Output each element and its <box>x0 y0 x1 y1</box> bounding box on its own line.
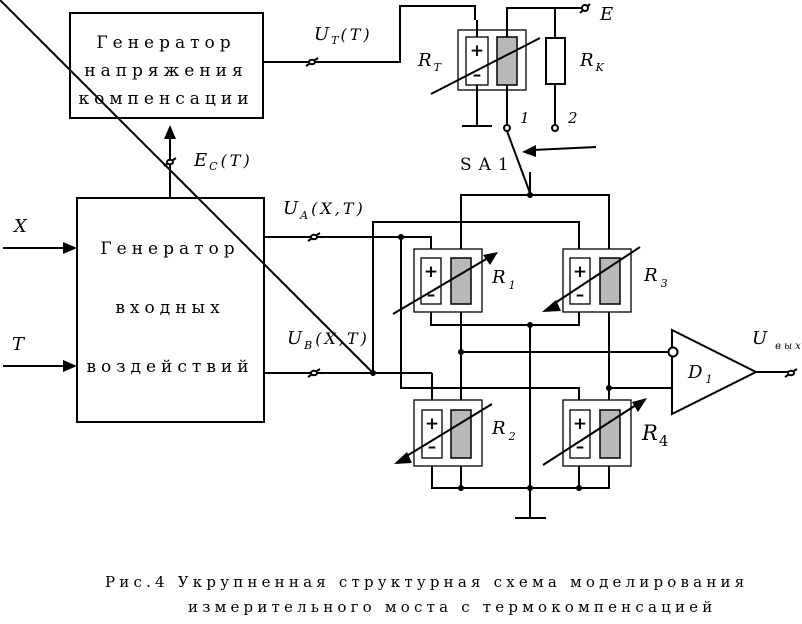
caption-line-1: Рис.4 Укрупненная структурная схема моде… <box>105 573 748 591</box>
bridge-wiring <box>0 0 672 519</box>
r4-thermistor <box>542 398 647 467</box>
input-t-label: T <box>12 334 26 355</box>
switch-pos2-label: 2 <box>567 109 578 127</box>
switch-pos1-label: 1 <box>520 109 530 127</box>
input-generator-label-3: воздействий <box>86 357 253 377</box>
caption-line-2: измерительного моста с термокомпенсацией <box>188 598 716 616</box>
r2-minus-sign: – <box>428 437 437 457</box>
r1-thermistor <box>392 248 498 315</box>
r2-thermistor <box>394 399 493 467</box>
rk-resistor <box>545 37 566 132</box>
switch-label: SA1 <box>460 155 516 175</box>
ub-terminal <box>307 368 321 378</box>
compensation-generator-label-3: компенсации <box>78 89 253 109</box>
r1-plus-sign: + <box>424 262 438 282</box>
junction-dots <box>370 192 612 491</box>
e-supply-rail <box>506 3 591 38</box>
r4-minus-sign: – <box>576 437 585 457</box>
e-label: E <box>599 4 613 25</box>
rt-minus-sign: – <box>473 65 482 85</box>
compensation-generator-block <box>69 12 264 119</box>
compensation-generator-label-1: Генератор <box>96 33 235 53</box>
compensation-generator-label-2: напряжения <box>84 61 248 81</box>
r4-label: R4 <box>641 421 668 450</box>
rt-plus-sign: + <box>470 41 484 61</box>
r2-plus-sign: + <box>425 414 439 434</box>
input-generator-label-1: Генератор <box>100 239 239 259</box>
r4-plus-sign: + <box>573 414 587 434</box>
r3-thermistor <box>542 246 641 313</box>
input-t-arrow <box>3 360 77 372</box>
r1-minus-sign: – <box>427 285 436 305</box>
input-generator-label-2: входных <box>115 298 224 318</box>
ec-signal-arrow <box>163 125 177 198</box>
input-x-label: X <box>12 216 28 237</box>
ut-wire <box>263 5 476 67</box>
r3-minus-sign: – <box>576 285 585 305</box>
input-generator-block <box>76 197 265 423</box>
ua-terminal <box>307 232 321 242</box>
rt-thermistor <box>430 20 541 127</box>
r3-plus-sign: + <box>573 262 587 282</box>
d1-amplifier <box>667 328 798 416</box>
input-x-arrow <box>3 242 77 254</box>
sa1-switch <box>503 108 597 194</box>
